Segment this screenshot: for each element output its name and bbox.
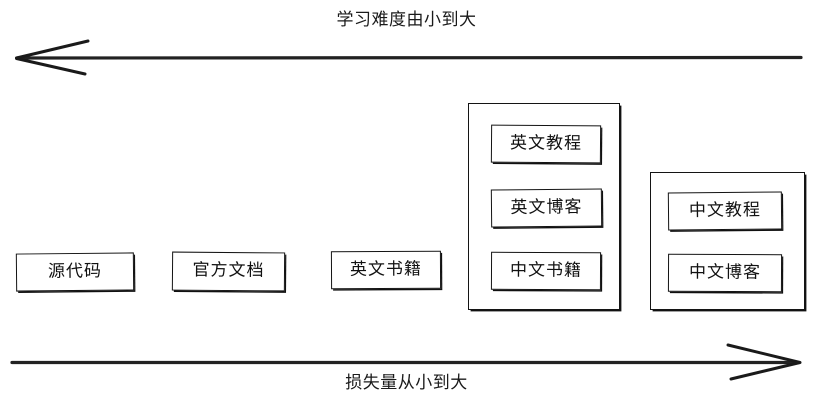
node-label: 中文博客 [688,261,762,283]
node-label: 官方文档 [192,260,265,281]
node-label: 英文教程 [509,132,583,154]
node-chinese-tutorial[interactable]: 中文教程 [667,191,783,231]
node-english-books[interactable]: 英文书籍 [330,250,442,290]
group-english-mixed[interactable]: 英文教程 英文博客 中文书籍 [468,103,620,310]
bottom-axis-label: 损失量从小到大 [345,373,468,393]
node-label: 中文书籍 [509,259,583,281]
node-label: 英文博客 [510,196,583,218]
node-english-blog[interactable]: 英文博客 [490,188,603,228]
top-axis-label: 学习难度由小到大 [336,10,477,30]
node-chinese-books[interactable]: 中文书籍 [490,251,602,291]
node-label: 英文书籍 [349,258,423,280]
node-label: 中文教程 [688,199,762,221]
group-chinese[interactable]: 中文教程 中文博客 [650,172,805,310]
node-english-tutorial[interactable]: 英文教程 [490,124,602,164]
node-label: 源代码 [47,260,103,282]
node-source-code[interactable]: 源代码 [15,252,135,292]
node-official-docs[interactable]: 官方文档 [171,251,286,292]
node-chinese-blog[interactable]: 中文博客 [667,253,783,293]
